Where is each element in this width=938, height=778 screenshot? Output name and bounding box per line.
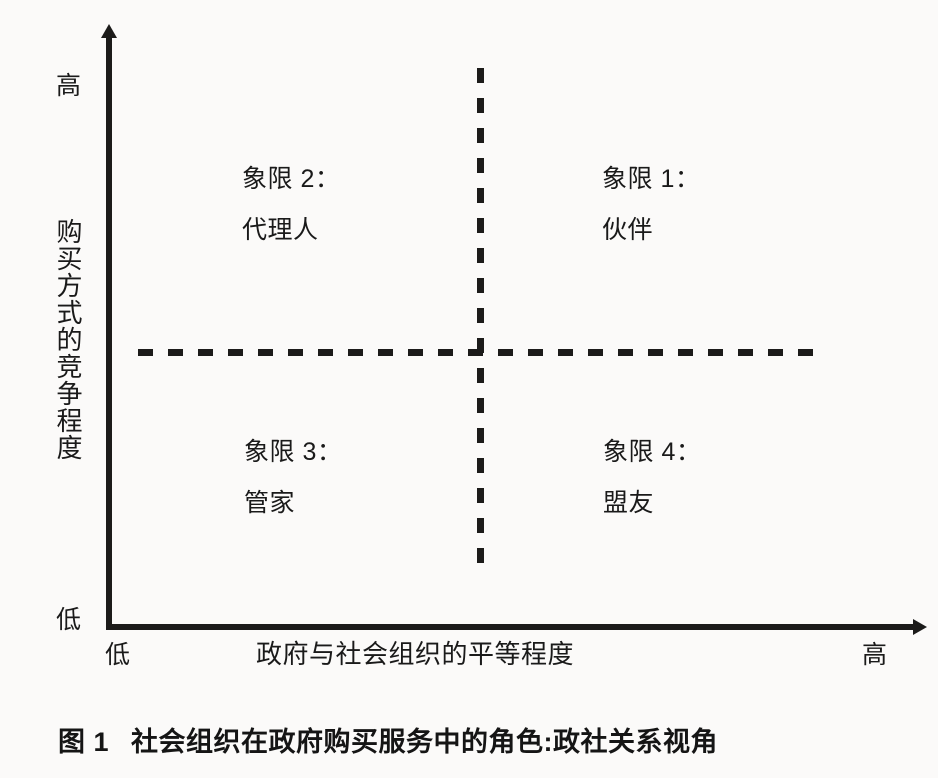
quadrant-4-role: 盟友 xyxy=(603,489,655,517)
figure-caption-text: 社会组织在政府购买服务中的角色:政社关系视角 xyxy=(131,727,719,757)
x-axis-line xyxy=(106,624,920,630)
quadrant-4-label: 象限 4： 盟友 xyxy=(603,440,701,516)
vertical-dashed-divider xyxy=(477,68,484,578)
figure-caption: 图 1 社会组织在政府购买服务中的角色:政社关系视角 xyxy=(58,726,718,758)
quadrant-2-label: 象限 2： 代理人 xyxy=(242,167,340,243)
quadrant-1-label: 象限 1： 伙伴 xyxy=(602,167,700,243)
quadrant-3-label: 象限 3： 管家 xyxy=(244,440,342,516)
quadrant-3-role: 管家 xyxy=(244,489,296,517)
y-axis-arrow-icon xyxy=(101,24,117,38)
x-axis-high-label: 高 xyxy=(862,641,888,669)
quadrant-3-title: 象限 3： xyxy=(244,438,343,466)
y-axis-title: 购买方式的竞争程度 xyxy=(53,218,83,461)
quadrant-1-title: 象限 1： xyxy=(602,165,701,193)
quadrant-2-role: 代理人 xyxy=(242,216,319,244)
y-axis-line xyxy=(106,34,112,630)
x-axis-low-label: 低 xyxy=(105,641,131,669)
quadrant-2-title: 象限 2： xyxy=(242,165,341,193)
figure-caption-number: 图 1 xyxy=(58,727,110,757)
quadrant-4-title: 象限 4： xyxy=(603,438,702,466)
quadrant-1-role: 伙伴 xyxy=(602,216,654,244)
x-axis-arrow-icon xyxy=(913,619,927,635)
y-axis-low-label: 低 xyxy=(56,606,82,634)
x-axis-title: 政府与社会组织的平等程度 xyxy=(256,639,575,669)
y-axis-high-label: 高 xyxy=(56,72,82,100)
quadrant-chart-plot-area: 象限 2： 代理人 象限 1： 伙伴 象限 3： 管家 象限 4： 盟友 高 低… xyxy=(53,24,927,669)
